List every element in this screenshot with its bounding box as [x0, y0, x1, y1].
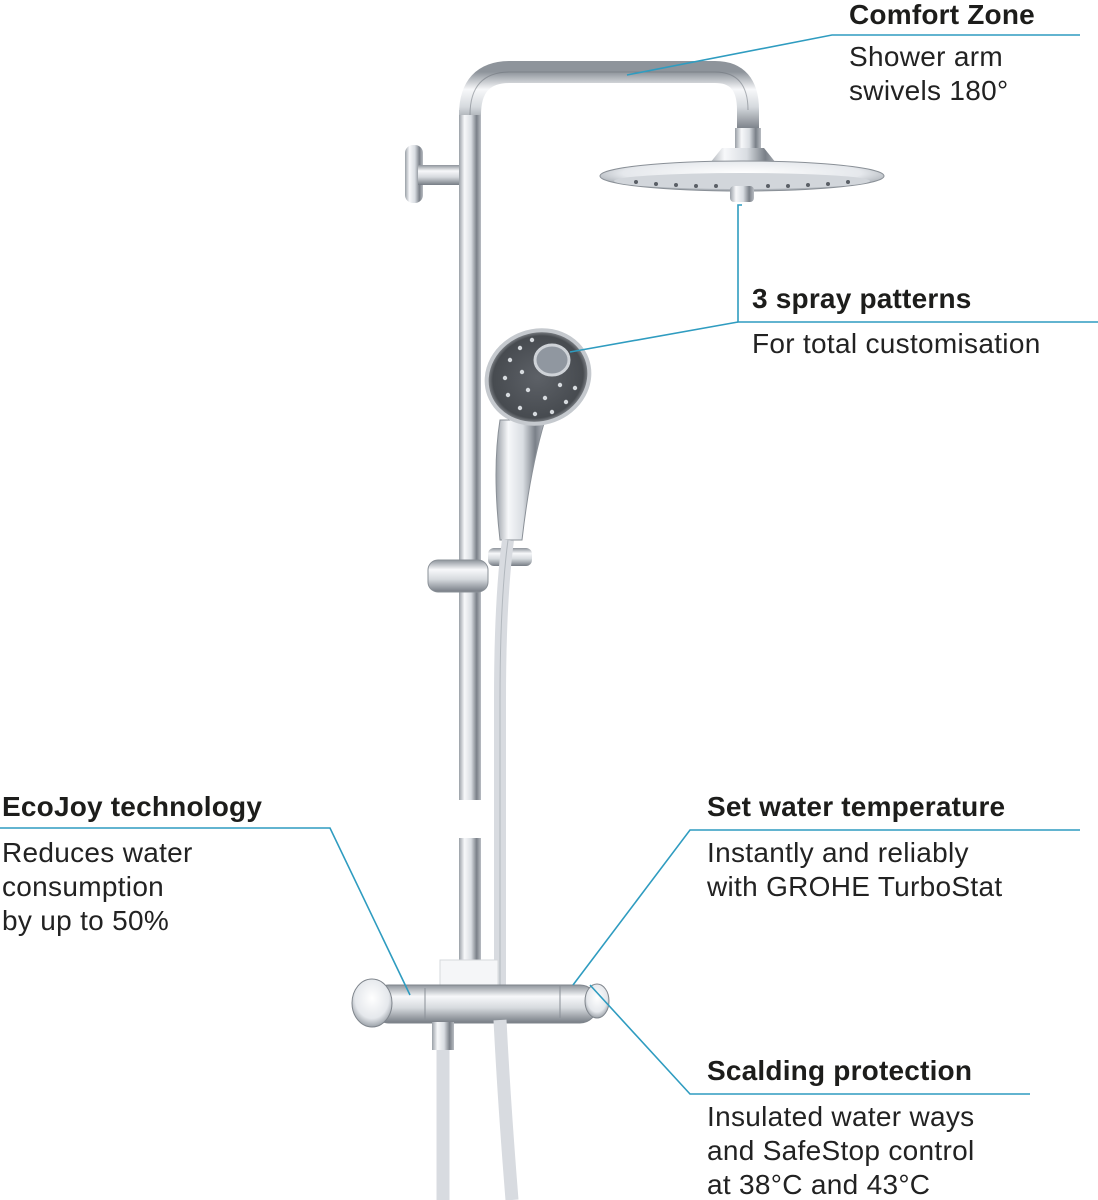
callout-description: Shower arm swivels 180°	[849, 41, 1009, 106]
callout-water-temperature: Set water temperature Instantly and reli…	[707, 790, 1005, 904]
callout-title: EcoJoy technology	[2, 791, 263, 822]
shower-hose	[494, 539, 514, 1000]
shower-hose-lower	[493, 1019, 519, 1200]
callout-title: Comfort Zone	[849, 0, 1035, 30]
shower-arm	[459, 61, 759, 130]
callout-ecojoy: EcoJoy technology Reduces water consumpt…	[2, 790, 262, 938]
wall-bracket	[405, 145, 466, 203]
callout-title: 3 spray patterns	[752, 283, 972, 314]
thermostat-mixer	[351, 959, 610, 1050]
callout-title: Scalding protection	[707, 1055, 973, 1086]
callout-description: Insulated water ways and SafeStop contro…	[707, 1101, 975, 1200]
riser-rail-lower	[459, 838, 481, 988]
overhead-shower-head	[599, 148, 885, 202]
callout-description: For total customisation	[752, 328, 1041, 359]
callout-spray-patterns: 3 spray patterns For total customisation	[752, 282, 1041, 361]
callout-title: Set water temperature	[707, 791, 1006, 822]
callout-comfort-zone: Comfort Zone Shower arm swivels 180°	[849, 0, 1035, 108]
callout-scalding-protection: Scalding protection Insulated water ways…	[707, 1054, 975, 1200]
hand-shower	[484, 328, 592, 541]
leader-lines	[0, 34, 1098, 1095]
riser-rail	[459, 110, 481, 800]
leader-comfort-zone	[626, 34, 1080, 76]
callout-description: Instantly and reliably with GROHE TurboS…	[707, 837, 1003, 902]
callout-description: Reduces water consumption by up to 50%	[2, 837, 193, 936]
